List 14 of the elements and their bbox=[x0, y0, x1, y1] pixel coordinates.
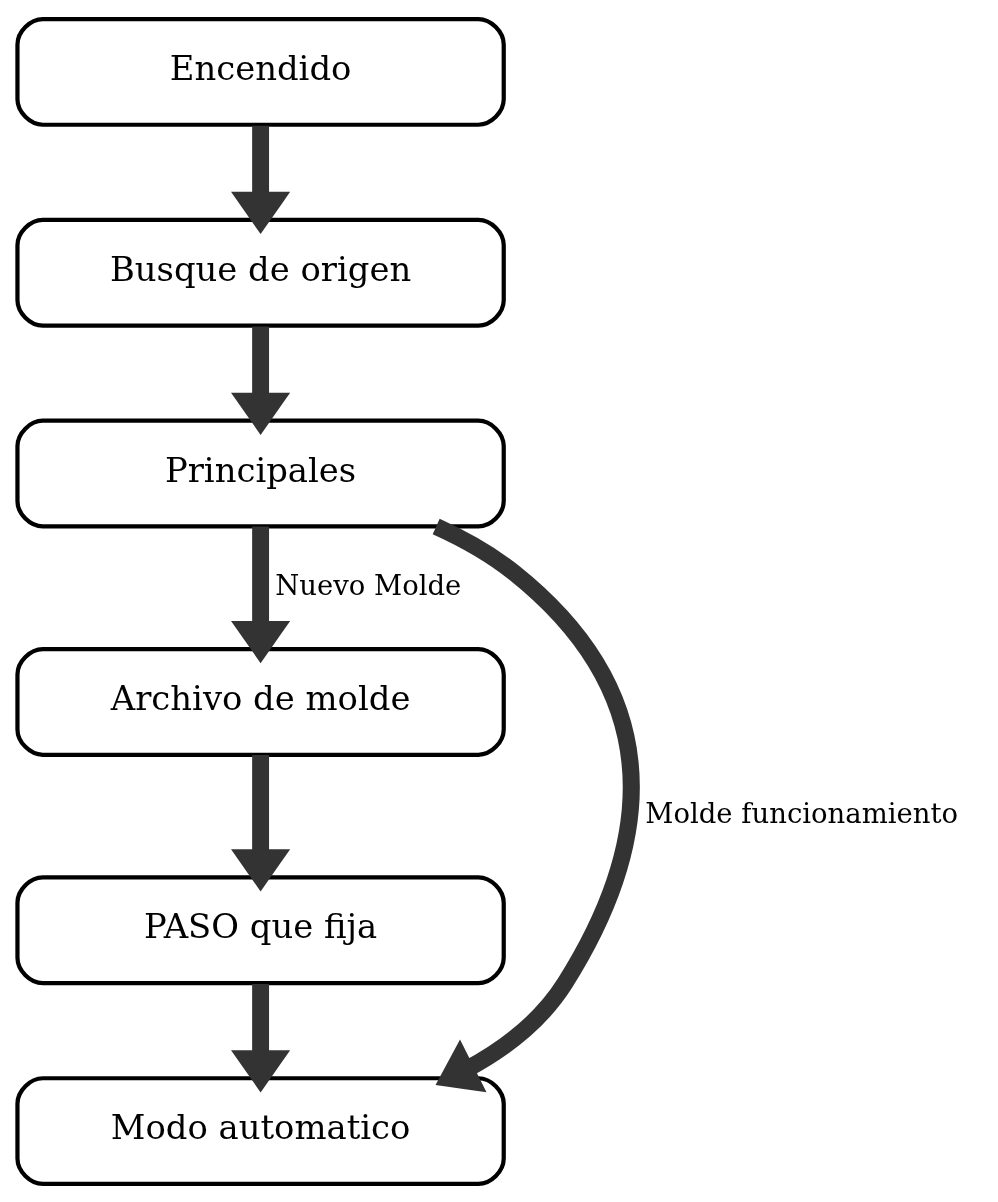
arrow bbox=[230, 326, 290, 435]
node-box: Encendido bbox=[14, 16, 506, 127]
node-box: Modo automatico bbox=[14, 1075, 506, 1186]
arrow bbox=[432, 518, 640, 1092]
edge-label: Nuevo Molde bbox=[274, 568, 461, 601]
arrow bbox=[230, 754, 290, 891]
arrow bbox=[230, 526, 290, 663]
node-box: Archivo de molde bbox=[14, 646, 506, 757]
node-box: PASO que fija bbox=[14, 874, 506, 985]
node-box: Busque de origen bbox=[14, 217, 506, 328]
arrow bbox=[230, 983, 290, 1092]
node-box: Principales bbox=[14, 418, 506, 529]
edge-label: Molde funcionamiento bbox=[644, 796, 958, 829]
arrow bbox=[230, 125, 290, 234]
